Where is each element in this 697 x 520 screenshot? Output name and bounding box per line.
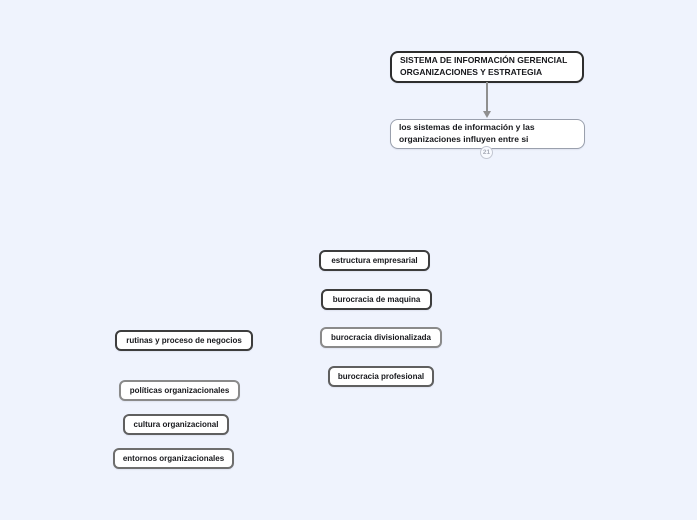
node-estructura-empresarial[interactable]: estructura empresarial: [319, 250, 430, 271]
node-politicas-organizacionales[interactable]: políticas organizacionales: [119, 380, 240, 401]
node-label: burocracia profesional: [337, 372, 425, 381]
node-entornos-organizacionales[interactable]: entornos organizacionales: [113, 448, 234, 469]
collapsed-children-count: 21: [482, 149, 491, 156]
node-label: entornos organizacionales: [122, 454, 225, 463]
child-topic-node[interactable]: los sistemas de información y las organi…: [390, 119, 585, 149]
node-label: burocracia divisionalizada: [330, 333, 432, 342]
node-label: cultura organizacional: [133, 420, 219, 429]
node-burocracia-de-maquina[interactable]: burocracia de maquina: [321, 289, 432, 310]
node-burocracia-profesional[interactable]: burocracia profesional: [328, 366, 434, 387]
connector-arrowhead-icon: [483, 111, 491, 118]
root-topic-node[interactable]: SISTEMA DE INFORMACIÓN GERENCIAL ORGANIZ…: [390, 51, 584, 83]
node-label: políticas organizacionales: [129, 386, 230, 395]
node-label: estructura empresarial: [331, 256, 418, 265]
node-rutinas-y-proceso-de-negocios[interactable]: rutinas y proceso de negocios: [115, 330, 253, 351]
node-label: rutinas y proceso de negocios: [126, 336, 242, 345]
node-cultura-organizacional[interactable]: cultura organizacional: [123, 414, 229, 435]
root-topic-label: SISTEMA DE INFORMACIÓN GERENCIAL ORGANIZ…: [400, 55, 568, 77]
collapsed-children-badge[interactable]: 21: [480, 146, 493, 159]
node-burocracia-divisionalizada[interactable]: burocracia divisionalizada: [320, 327, 442, 348]
connector-line: [486, 82, 488, 112]
node-label: burocracia de maquina: [332, 295, 421, 304]
child-topic-label: los sistemas de información y las organi…: [399, 122, 535, 144]
